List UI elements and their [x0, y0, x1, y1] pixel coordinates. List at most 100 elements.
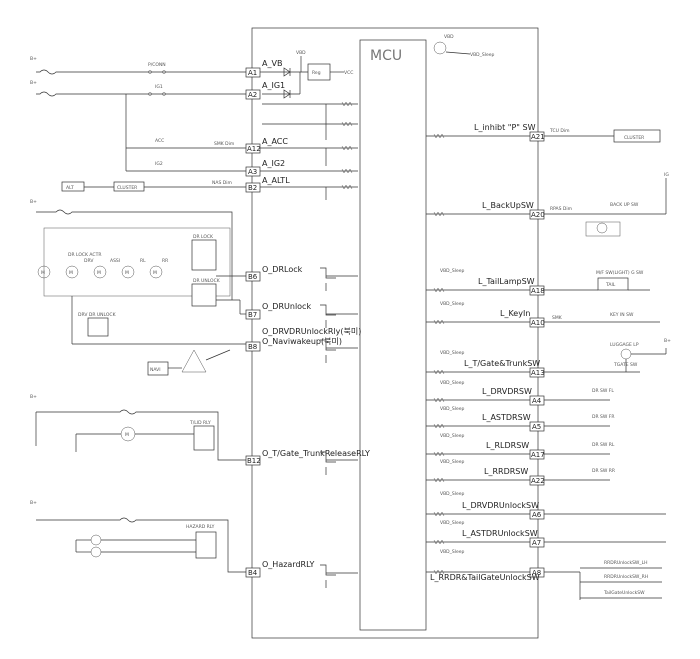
signal-a-vb: A_VB — [262, 59, 282, 68]
signal-o-drunlock: O_DRUnlock — [262, 302, 311, 311]
dr-lock-label: DR LOCK — [193, 234, 214, 240]
signal-l-astdrunlocksw: L_ASTDRUnlockSW — [462, 529, 538, 538]
reg-label: Reg — [312, 70, 321, 76]
motor-2 — [65, 265, 79, 279]
signal-l-keyin: L_KeyIn — [500, 309, 530, 318]
motor-label-rl: RL — [140, 258, 146, 264]
pin-b6: B6 — [248, 273, 258, 281]
pin-box-b6 — [245, 271, 261, 282]
tlid-motor-m: M — [125, 432, 129, 438]
motor-3-m: M — [97, 270, 101, 276]
motor-3 — [93, 265, 107, 279]
bplus-3: B+ — [30, 199, 37, 205]
navi-box — [147, 361, 169, 376]
left-external-circuits: B+ B+ P/CONN IG1 ACC IG2 SMK Dim NAS Dim… — [30, 56, 246, 573]
pin-a17: A17 — [531, 451, 545, 459]
pin-b7: B7 — [248, 311, 257, 319]
ig-mark: IG — [664, 172, 669, 178]
pin-a21: A21 — [531, 133, 545, 141]
tail-box — [597, 277, 629, 291]
tail-sw-label: M/F SW(LIGHT) G SW — [596, 270, 644, 276]
signal-a-ig1: A_IG1 — [262, 81, 285, 90]
pullup-a5: VBD_Sleep — [440, 406, 465, 412]
rrdr-lh-label: RRDRUnlockSW_LH — [604, 560, 648, 566]
ig2-label: IG2 — [155, 161, 163, 167]
cluster-box-left — [113, 181, 145, 192]
pin-box-a3 — [245, 166, 261, 177]
pin-box-a4 — [529, 395, 545, 406]
signal-l-rldrsw: L_RLDRSW — [486, 441, 529, 450]
drv-dr-unlock-relay — [87, 317, 109, 337]
rpas-dim-label: RPAS Dim — [550, 206, 572, 212]
dr-sw-fr-label: DR SW FR — [592, 414, 614, 420]
dr-sw-fl-label: DR SW FL — [592, 388, 614, 394]
tlid-relay — [193, 425, 215, 451]
motor-5-m: M — [153, 270, 157, 276]
pin-box-a10 — [529, 317, 545, 328]
pin-a3: A3 — [248, 168, 257, 176]
pin-a4: A4 — [532, 397, 542, 405]
pullup-a8: VBD_Sleep — [440, 549, 465, 555]
door-lock-frame — [43, 227, 231, 297]
pin-a7: A7 — [532, 539, 541, 547]
pin-box-b8 — [245, 341, 261, 352]
signal-o-drvdrunlockrly: O_DRVDRUnlockRly(북미) — [262, 327, 361, 336]
pullup-a7: VBD_Sleep — [440, 520, 465, 526]
bplus-1: B+ — [30, 56, 37, 62]
alt-label: ALT — [66, 185, 74, 191]
pin-box-b12 — [245, 455, 261, 466]
transistor-symbol — [433, 41, 447, 55]
dr-unlock-relay — [191, 283, 217, 307]
pin-a13: A13 — [531, 369, 545, 377]
pin-b8: B8 — [248, 343, 257, 351]
mcu-title: MCU — [370, 48, 402, 64]
pin-a10: A10 — [531, 319, 545, 327]
luggage-lamp — [620, 348, 632, 360]
motor-1-m: M — [41, 270, 45, 276]
motor-label-rr: RR — [162, 258, 168, 264]
signal-l-rrdr-tailgate: L_RRDR&TailGateUnlockSW — [430, 573, 540, 582]
signal-o-tgate: O_T/Gate_TrunkReleaseRLY — [262, 449, 370, 458]
hazard-rly-label: HAZARD RLY — [186, 524, 215, 530]
hazard-lamp-2 — [90, 546, 102, 558]
warning-triangle — [181, 349, 207, 373]
pin-box-a12 — [245, 143, 261, 154]
pin-a5: A5 — [532, 423, 541, 431]
bplus-right: B+ — [664, 338, 671, 344]
right-internal-network — [426, 133, 530, 575]
pin-box-a20 — [529, 209, 545, 220]
signal-l-drvdrsw: L_DRVDRSW — [482, 387, 532, 396]
dr-lock-relay — [191, 239, 217, 271]
pin-box-a17 — [529, 449, 545, 460]
motor-4 — [121, 265, 135, 279]
dr-sw-rr-label: DR SW RR — [592, 468, 615, 474]
key-in-sw-label: KEY IN SW — [610, 312, 634, 318]
pin-box-a21 — [529, 131, 545, 142]
pullup-a18: VBD_Sleep — [440, 268, 465, 274]
signal-a-altl: A_ALTL — [262, 176, 290, 185]
signal-l-backupsw: L_BackUpSW — [482, 201, 534, 210]
right-external-circuits: TCU Dim CLUSTER RPAS Dim BACK UP SW IG M… — [544, 128, 671, 600]
signal-o-drlock: O_DRLock — [262, 265, 303, 274]
vbd2-label: VBD — [444, 34, 454, 40]
hazard-lamp-1 — [90, 534, 102, 546]
signal-o-hazardrly: O_HazardRLY — [262, 560, 314, 569]
pin-a8: A8 — [532, 569, 541, 577]
pin-box-b2 — [245, 182, 261, 193]
mcu-block: MCU — [251, 27, 539, 639]
motor-label-drv: DRV — [84, 258, 94, 264]
tail-label: TAIL — [605, 282, 616, 288]
pin-box-a5 — [529, 421, 545, 432]
bplus-5: B+ — [30, 500, 37, 506]
signal-l-inhibit: L_inhibt "P" SW — [474, 123, 536, 132]
pullup-a6: VBD_Sleep — [440, 491, 465, 497]
pullup-a22: VBD_Sleep — [440, 459, 465, 465]
smk-label: SMK — [552, 315, 563, 321]
signal-l-rrdrsw: L_RRDRSW — [484, 467, 528, 476]
pin-box-a18 — [529, 285, 545, 296]
pin-a6: A6 — [532, 511, 542, 519]
bplus-4: B+ — [30, 394, 37, 400]
left-internal-network — [260, 71, 358, 588]
pullup-a17: VBD_Sleep — [440, 433, 465, 439]
